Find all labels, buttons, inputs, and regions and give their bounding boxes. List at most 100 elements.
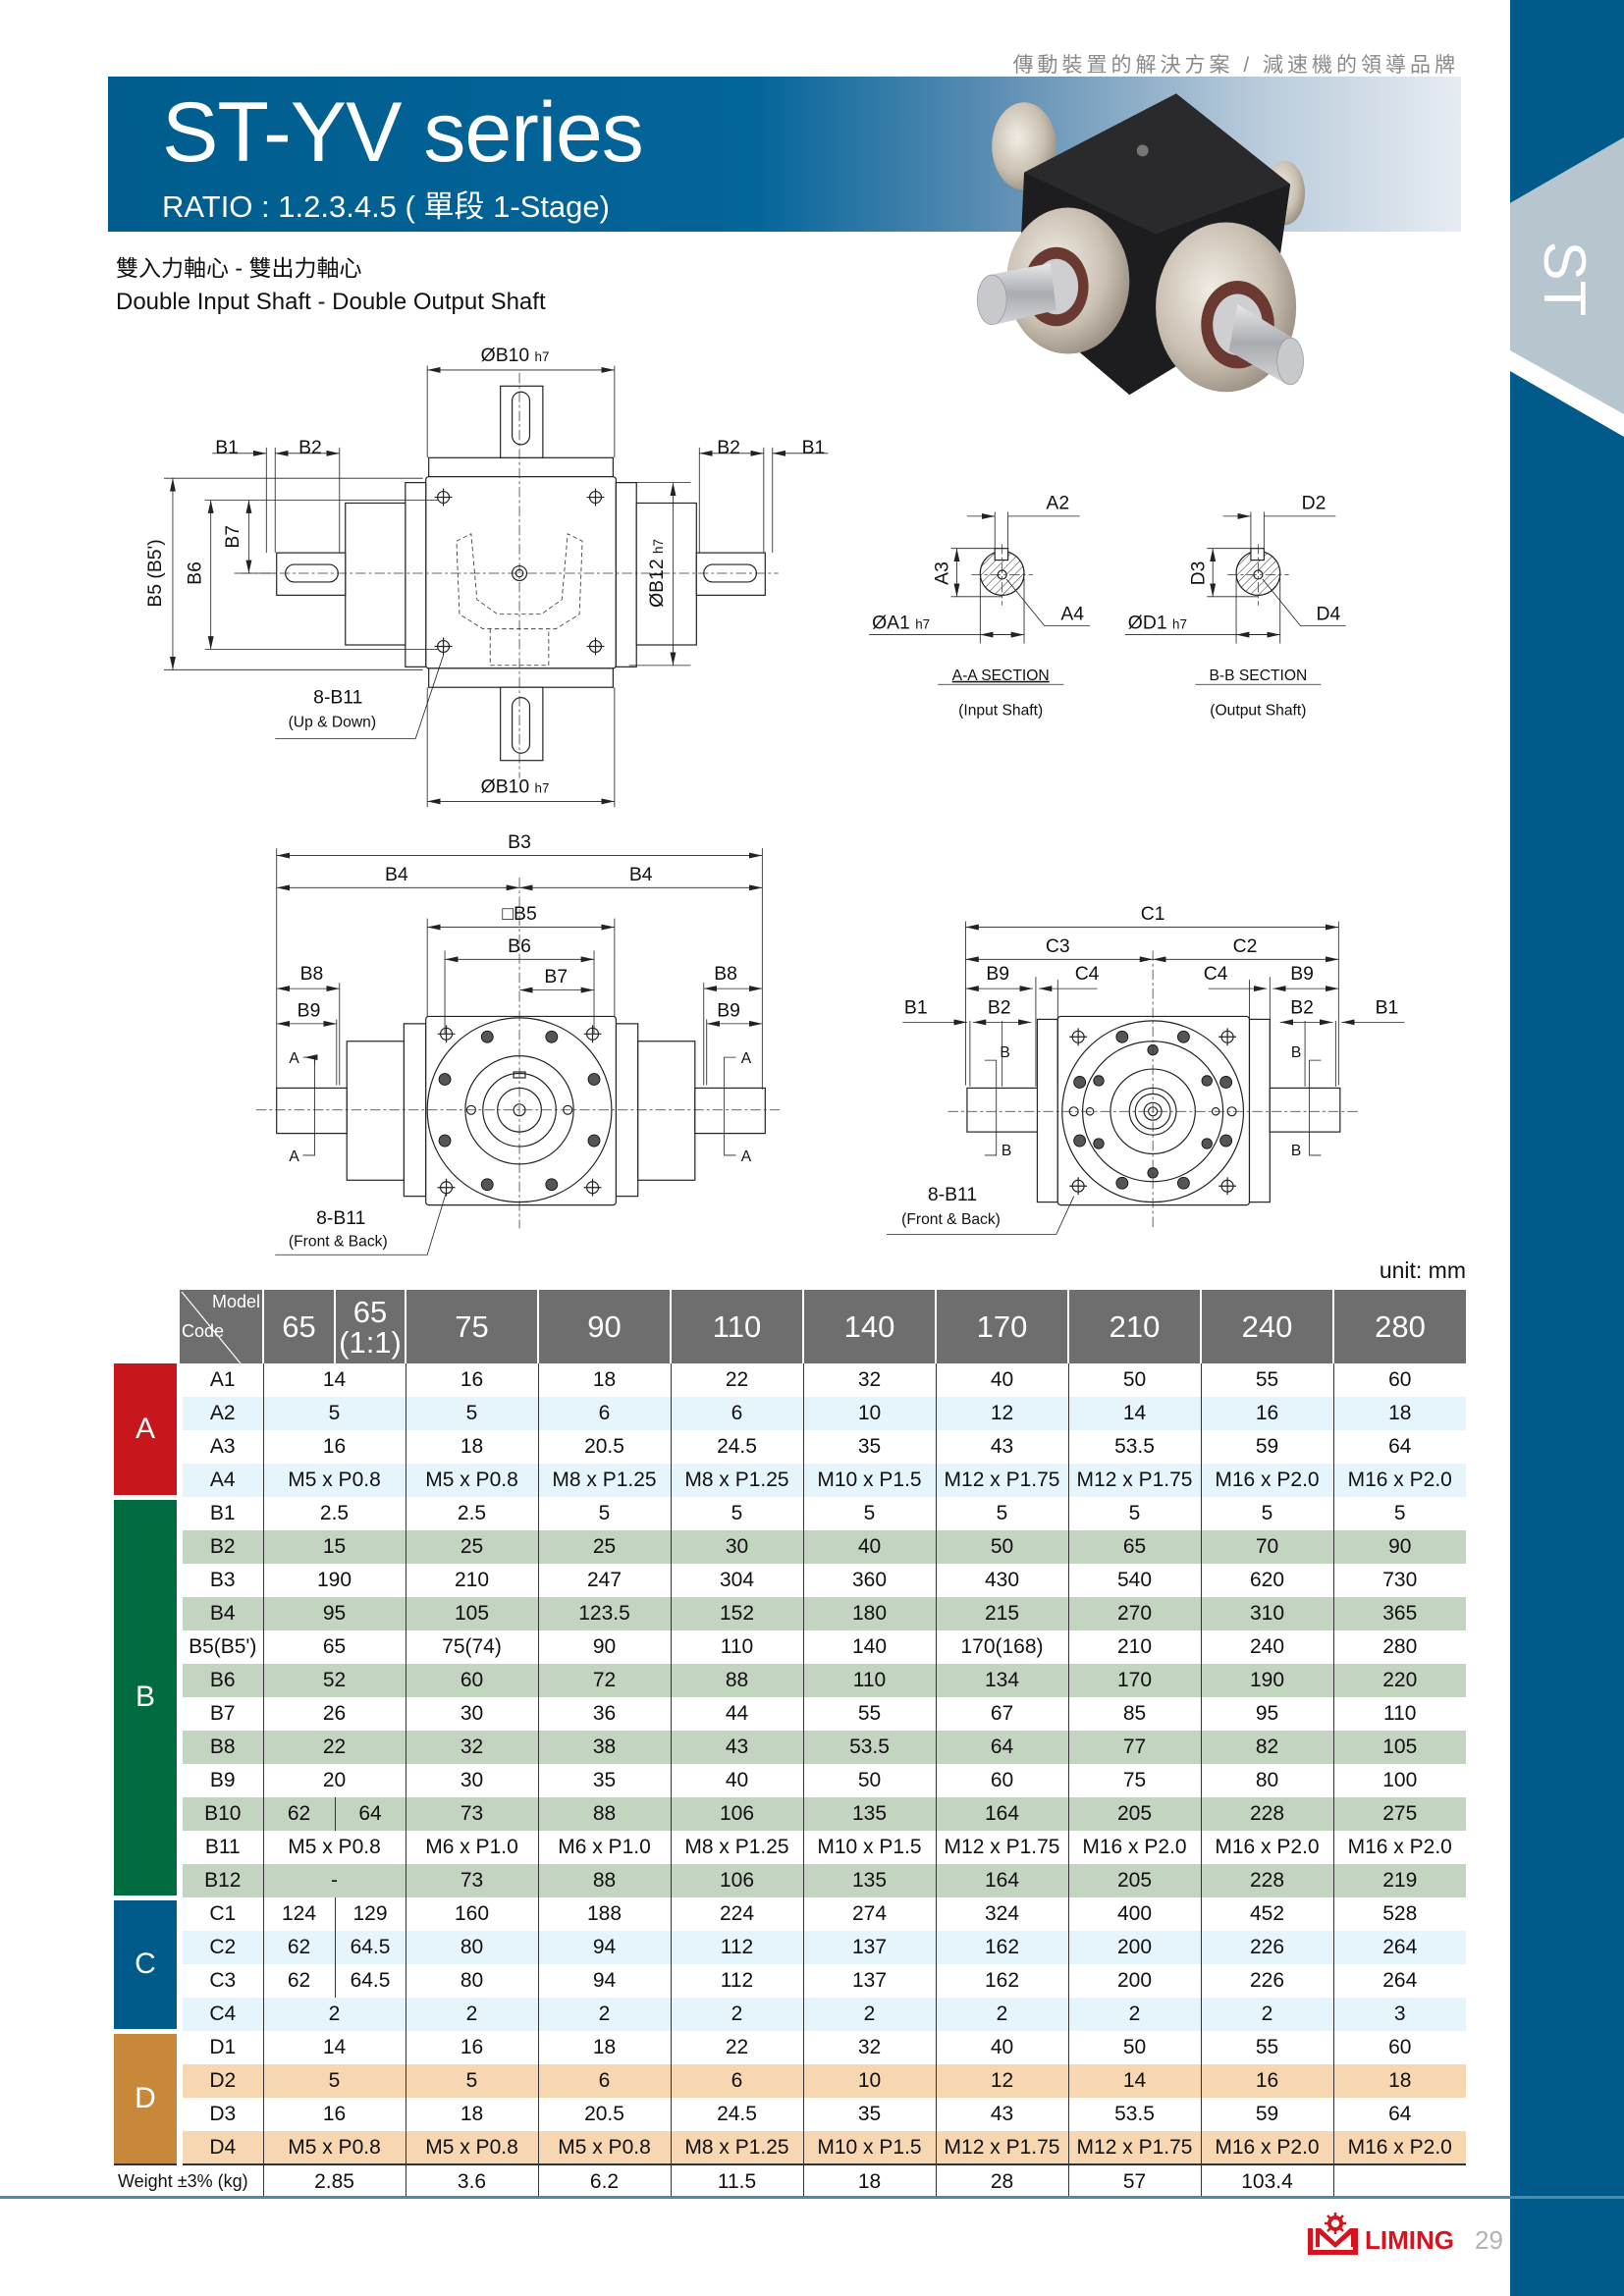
section-b-drawing: D2 D3 ØD1 h7 D4 B-B SECTION (Output Shaf… bbox=[1124, 492, 1346, 720]
table-cell: 540 bbox=[1067, 1564, 1201, 1597]
weight-cell: 103.4 bbox=[1200, 2163, 1333, 2198]
table-cell: 210 bbox=[405, 1564, 538, 1597]
table-cell: 22 bbox=[262, 1731, 406, 1764]
tagline: 傳動裝置的解決方案 / 減速機的領導品牌 bbox=[1012, 54, 1459, 77]
row-code: B10 bbox=[180, 1797, 263, 1831]
note-b11: 8-B11 bbox=[928, 1184, 977, 1205]
table-cell: 18 bbox=[405, 1430, 538, 1464]
table-cell: 134 bbox=[935, 1664, 1068, 1697]
model-column-header: 110 bbox=[670, 1290, 803, 1363]
dim-d1: ØD1 bbox=[1128, 613, 1167, 634]
table-cell: 3 bbox=[1332, 1998, 1466, 2031]
table-cell: 43 bbox=[670, 1731, 803, 1764]
table-cell: 88 bbox=[537, 1864, 671, 1897]
tolerance-h7: h7 bbox=[535, 780, 550, 795]
table-cell: 53.5 bbox=[1067, 2098, 1201, 2131]
table-cell: 5 bbox=[537, 1497, 671, 1530]
side-tab-strip bbox=[1510, 0, 1624, 2296]
note-b11: 8-B11 bbox=[316, 1207, 365, 1229]
brand-name: LIMING bbox=[1365, 2225, 1454, 2255]
table-cell: 5 bbox=[262, 1397, 406, 1430]
model-label: 65 bbox=[352, 1294, 388, 1329]
table-cell: 80 bbox=[1200, 1764, 1333, 1797]
footer-rule bbox=[0, 2196, 1624, 2199]
dim-b2-left: B2 bbox=[988, 996, 1011, 1018]
table-cell: 64 bbox=[334, 1797, 406, 1831]
note-b11: 8-B11 bbox=[313, 687, 362, 709]
table-cell: 60 bbox=[1332, 1363, 1466, 1397]
table-cell: 162 bbox=[935, 1931, 1068, 1964]
table-cell: 528 bbox=[1332, 1897, 1466, 1931]
table-cell: M10 x P1.5 bbox=[802, 1464, 936, 1497]
front-view-drawing: B3 B4 B4 □B5 B6 B7 B8 B9 B8 B9 A A A A 8… bbox=[255, 831, 784, 1255]
table-cell: 64.5 bbox=[334, 1964, 406, 1998]
dim-d4: D4 bbox=[1317, 604, 1341, 625]
model-column-header: 170 bbox=[935, 1290, 1068, 1363]
model-column-header: 65(1:1) bbox=[334, 1290, 406, 1363]
group-label-a: A bbox=[114, 1363, 183, 1500]
row-code: D2 bbox=[180, 2064, 263, 2098]
table-cell: 20.5 bbox=[537, 2098, 671, 2131]
table-cell: 52 bbox=[262, 1664, 406, 1697]
svg-text:ØA1 h7: ØA1 h7 bbox=[872, 613, 930, 634]
table-cell: 2 bbox=[670, 1998, 803, 2031]
table-cell: 60 bbox=[935, 1764, 1068, 1797]
subtitle-chinese: 雙入力軸心 - 雙出力軸心 bbox=[116, 255, 362, 281]
table-cell: 123.5 bbox=[537, 1597, 671, 1630]
table-cell: 5 bbox=[1332, 1497, 1466, 1530]
model-column-header: 140 bbox=[802, 1290, 936, 1363]
table-cell: 22 bbox=[670, 1363, 803, 1397]
dim-b6: B6 bbox=[508, 935, 531, 957]
row-code: B12 bbox=[180, 1864, 263, 1897]
table-cell: 64.5 bbox=[334, 1931, 406, 1964]
table-cell: M5 x P0.8 bbox=[262, 2131, 406, 2164]
group-label-b: B bbox=[114, 1497, 183, 1900]
page-number: 29 bbox=[1475, 2225, 1503, 2255]
table-cell: M16 x P2.0 bbox=[1332, 1464, 1466, 1497]
table-cell: 16 bbox=[262, 2098, 406, 2131]
table-cell: 32 bbox=[802, 2031, 936, 2064]
table-cell: 60 bbox=[1332, 2031, 1466, 2064]
section-mark-b: B bbox=[1001, 1143, 1011, 1159]
note-b11-sub: (Front & Back) bbox=[901, 1211, 1001, 1228]
table-cell: 280 bbox=[1332, 1630, 1466, 1664]
table-cell: 205 bbox=[1067, 1797, 1201, 1831]
ratio-subtitle: RATIO : 1.2.3.4.5 ( 單段 1-Stage) bbox=[162, 189, 610, 224]
table-cell: 32 bbox=[802, 1363, 936, 1397]
table-cell: 360 bbox=[802, 1564, 936, 1597]
table-cell: 26 bbox=[262, 1697, 406, 1731]
model-label: 140 bbox=[843, 1308, 895, 1344]
table-cell: 110 bbox=[802, 1664, 936, 1697]
section-mark-b: B bbox=[1000, 1044, 1009, 1061]
table-cell: 2.5 bbox=[405, 1497, 538, 1530]
table-cell: 16 bbox=[405, 1363, 538, 1397]
section-mark-a: A bbox=[289, 1050, 299, 1067]
table-cell: M16 x P2.0 bbox=[1200, 1831, 1333, 1864]
table-cell: 164 bbox=[935, 1797, 1068, 1831]
table-cell: 200 bbox=[1067, 1964, 1201, 1998]
table-cell: 226 bbox=[1200, 1964, 1333, 1998]
table-cell: 70 bbox=[1200, 1530, 1333, 1564]
table-cell: 112 bbox=[670, 1964, 803, 1998]
weight-cell: 57 bbox=[1067, 2163, 1201, 2198]
table-cell: M8 x P1.25 bbox=[670, 2131, 803, 2164]
liming-logo: LIMING 29 bbox=[1308, 2213, 1503, 2255]
row-code: D1 bbox=[180, 2031, 263, 2064]
table-cell: M12 x P1.75 bbox=[935, 1464, 1068, 1497]
table-cell: 5 bbox=[405, 1397, 538, 1430]
table-cell: 5 bbox=[670, 1497, 803, 1530]
dim-b1-right: B1 bbox=[802, 437, 826, 458]
table-cell: 14 bbox=[262, 1363, 406, 1397]
weight-cell: 28 bbox=[935, 2163, 1068, 2198]
table-cell: 16 bbox=[1200, 1397, 1333, 1430]
table-cell: M8 x P1.25 bbox=[670, 1831, 803, 1864]
table-cell: 137 bbox=[802, 1931, 936, 1964]
table-cell: 53.5 bbox=[1067, 1430, 1201, 1464]
table-cell: 137 bbox=[802, 1964, 936, 1998]
